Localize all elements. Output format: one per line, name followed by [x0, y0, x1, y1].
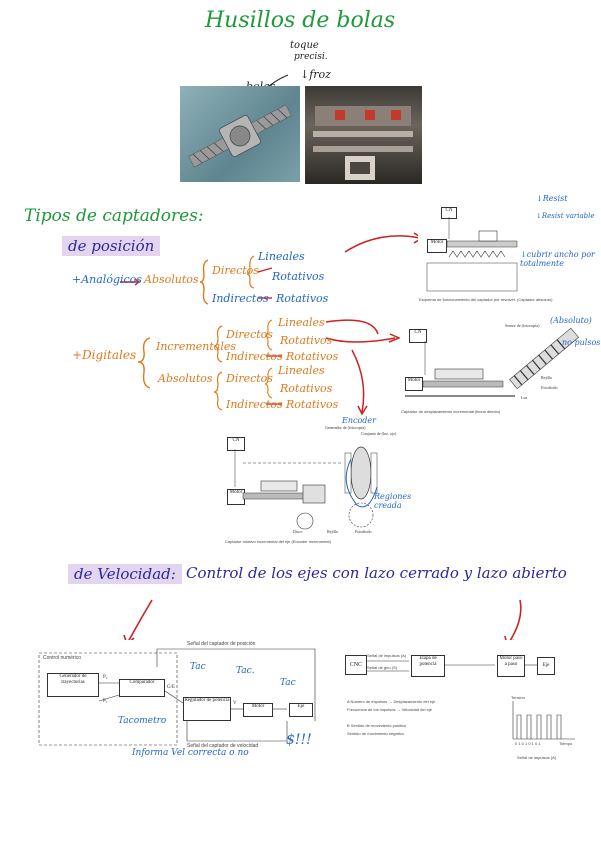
fig3-note-regiones: Regiones creada — [374, 492, 412, 510]
section-title: Tipos de captadores: — [24, 206, 204, 226]
digitales-directos: Directos — [226, 328, 273, 341]
fig4-note-informa: Informa Vel correcta o no — [132, 748, 249, 758]
fig5-impulsos-label: Señal de impulsos (A) — [367, 653, 407, 658]
fig4-p2: P₂ — [103, 675, 108, 680]
fig1-caption: Esquema de funcionamiento del captador p… — [419, 297, 553, 302]
fig5-legend-2: Frecuencia de los impulsos → Velocidad d… — [347, 707, 432, 712]
fig3-label-fotodiodo: Fotodiodo — [355, 529, 372, 534]
fig1-note-1: ↓Resist — [536, 194, 568, 203]
fig5-etapa-box: Etapa de potencia — [411, 655, 445, 677]
digitales-rotativos-b: Rotativos — [286, 350, 339, 363]
digitales-absolutos: Absolutos — [158, 372, 213, 385]
fig3-cnc-box: CN — [227, 437, 245, 451]
fig5-eje-box: Eje — [537, 657, 555, 675]
posicion-title: de posición — [62, 236, 161, 256]
fig5-pulses-caption: Señal de impulsos (A) — [517, 755, 557, 760]
label-toque: toque — [290, 40, 319, 51]
fig5-motor-box: Motor paso a paso — [497, 655, 525, 677]
fig2-label-sensor: Sensor de (fotocopia) — [505, 323, 540, 328]
digitales-abs-indirectos: Indirectos — [226, 398, 283, 411]
fig4-header: Señal del captador de posición — [187, 641, 256, 647]
fig4-ge: G/E — [167, 685, 176, 690]
analogicos-directos: Directos — [212, 264, 259, 277]
fig4-p1: P₁ — [103, 699, 108, 704]
fig1-motor-box: Motor — [427, 239, 447, 253]
analogicos-indirectos: Indirectos — [212, 292, 269, 305]
fig3-caption: Captador rotativo incremental del eje (E… — [225, 539, 331, 544]
figure-closed-loop: Señal del captador de posición Control n… — [36, 640, 338, 756]
fig2-caption: Captador de desplazamiento incremental (… — [401, 409, 501, 414]
fig5-sentido-label: Señal de giro (S) — [367, 665, 398, 670]
fig4-regulador-box: Regulador de potencia — [183, 697, 231, 721]
fig2-label-rejilla: Rejilla — [541, 375, 552, 380]
fig2-note-2: no pulsos — [562, 338, 601, 347]
analogicos-rotativos-2: Rotativos — [276, 292, 329, 305]
digitales-label: +Digitales — [72, 348, 137, 362]
ballscrew-photo-2 — [305, 86, 422, 184]
ballscrew-photo-1 — [180, 86, 300, 182]
digitales-lineales: Lineales — [278, 316, 325, 329]
velocidad-title: de Velocidad: — [68, 564, 182, 584]
fig5-legend-3: B Sentido de movimiento positivo — [347, 723, 407, 728]
digitales-abs-rotativos-2: Rotativos — [286, 398, 339, 411]
fig2-note-1: (Absoluto) — [550, 316, 592, 325]
fig4-control-label: Control numérico — [43, 655, 82, 661]
digitales-indirectos: Indirectos — [226, 350, 283, 363]
fig2-label-luz: Luz — [521, 395, 528, 400]
fig3-note-encoder: Encoder — [342, 416, 376, 425]
digitales-rotativos: Rotativos — [280, 334, 333, 347]
fig5-legend-1: A Número de impulsos → Desplazamiento de… — [347, 699, 436, 704]
fig1-note-3: ↓cubrir ancho por totalmente — [520, 250, 595, 268]
fig4-note-dollar: $!!! — [286, 732, 312, 748]
velocidad-text: Control de los ejes con lazo cerrado y l… — [186, 564, 567, 582]
fig4-note-tacometro: Tacometro — [118, 716, 167, 726]
digitales-abs-lineales: Lineales — [278, 364, 325, 377]
fig4-generador-box: Generador de trayectorias — [47, 673, 99, 697]
fig3-label-rejilla: Rejilla — [327, 529, 338, 534]
fig5-tiempo-label: Tiempo — [559, 741, 573, 746]
fig4-note-tac-1: Tac — [190, 662, 206, 672]
fig2-cnc-box: CN — [409, 329, 427, 343]
figure-rotary-encoder: CN Motor Generador de (fotocopia) Conjun… — [220, 422, 402, 548]
fig4-motor-box: Motor — [243, 703, 273, 717]
analogicos-label: +Analógicos — [72, 273, 142, 286]
label-friccion: ↓froz — [300, 68, 331, 81]
digitales-incrementales: Incrementales — [156, 340, 237, 353]
digitales-abs-rotativos: Rotativos — [280, 382, 333, 395]
label-precision: precisi. — [294, 52, 328, 62]
fig5-bits: 0 1 0 1 0 1 0 1 — [515, 741, 541, 746]
fig4-note-tac-3: Tac — [280, 678, 296, 688]
fig4-eje-box: Eje — [289, 703, 313, 717]
fig5-cnc-box: CNC — [345, 655, 367, 675]
fig4-vel-label: Señal del captador de velocidad — [187, 743, 259, 749]
analogicos-rotativos: Rotativos — [272, 270, 325, 283]
fig5-legend-4: Sentido de movimiento negativo — [347, 731, 404, 736]
analogicos-lineales: Lineales — [258, 250, 305, 263]
fig5-tension-label: Tensión — [511, 695, 525, 700]
fig3-label-generador: Generador de (fotocopia) — [325, 425, 366, 430]
fig2-motor-box: Motor — [405, 377, 423, 391]
fig3-label-conjunto: Conjunto de (luz, ojo) — [361, 431, 397, 436]
page-title: Husillos de bolas — [205, 8, 396, 33]
fig3-label-disco: Disco — [293, 529, 303, 534]
fig4-v: V — [233, 701, 237, 706]
figure-open-loop: CNC Señal de impulsos (A) Señal de giro … — [340, 640, 580, 766]
fig4-comparador-box: Comparador — [119, 679, 165, 697]
figure-linear-encoder: CN Motor Sensor de (fotocopia) Rejilla F… — [400, 320, 580, 418]
digitales-abs-directos: Directos — [226, 372, 273, 385]
fig2-label-fotodiodo: Fotodiodo — [541, 385, 558, 390]
fig1-note-2: ↓Resist variable — [536, 212, 595, 220]
figure-resolver: CN Motor Esquema de funcionamiento del c… — [418, 200, 552, 306]
analogicos-absolutos: Absolutos — [144, 273, 199, 286]
fig4-note-tac-2: Tac. — [236, 666, 255, 676]
